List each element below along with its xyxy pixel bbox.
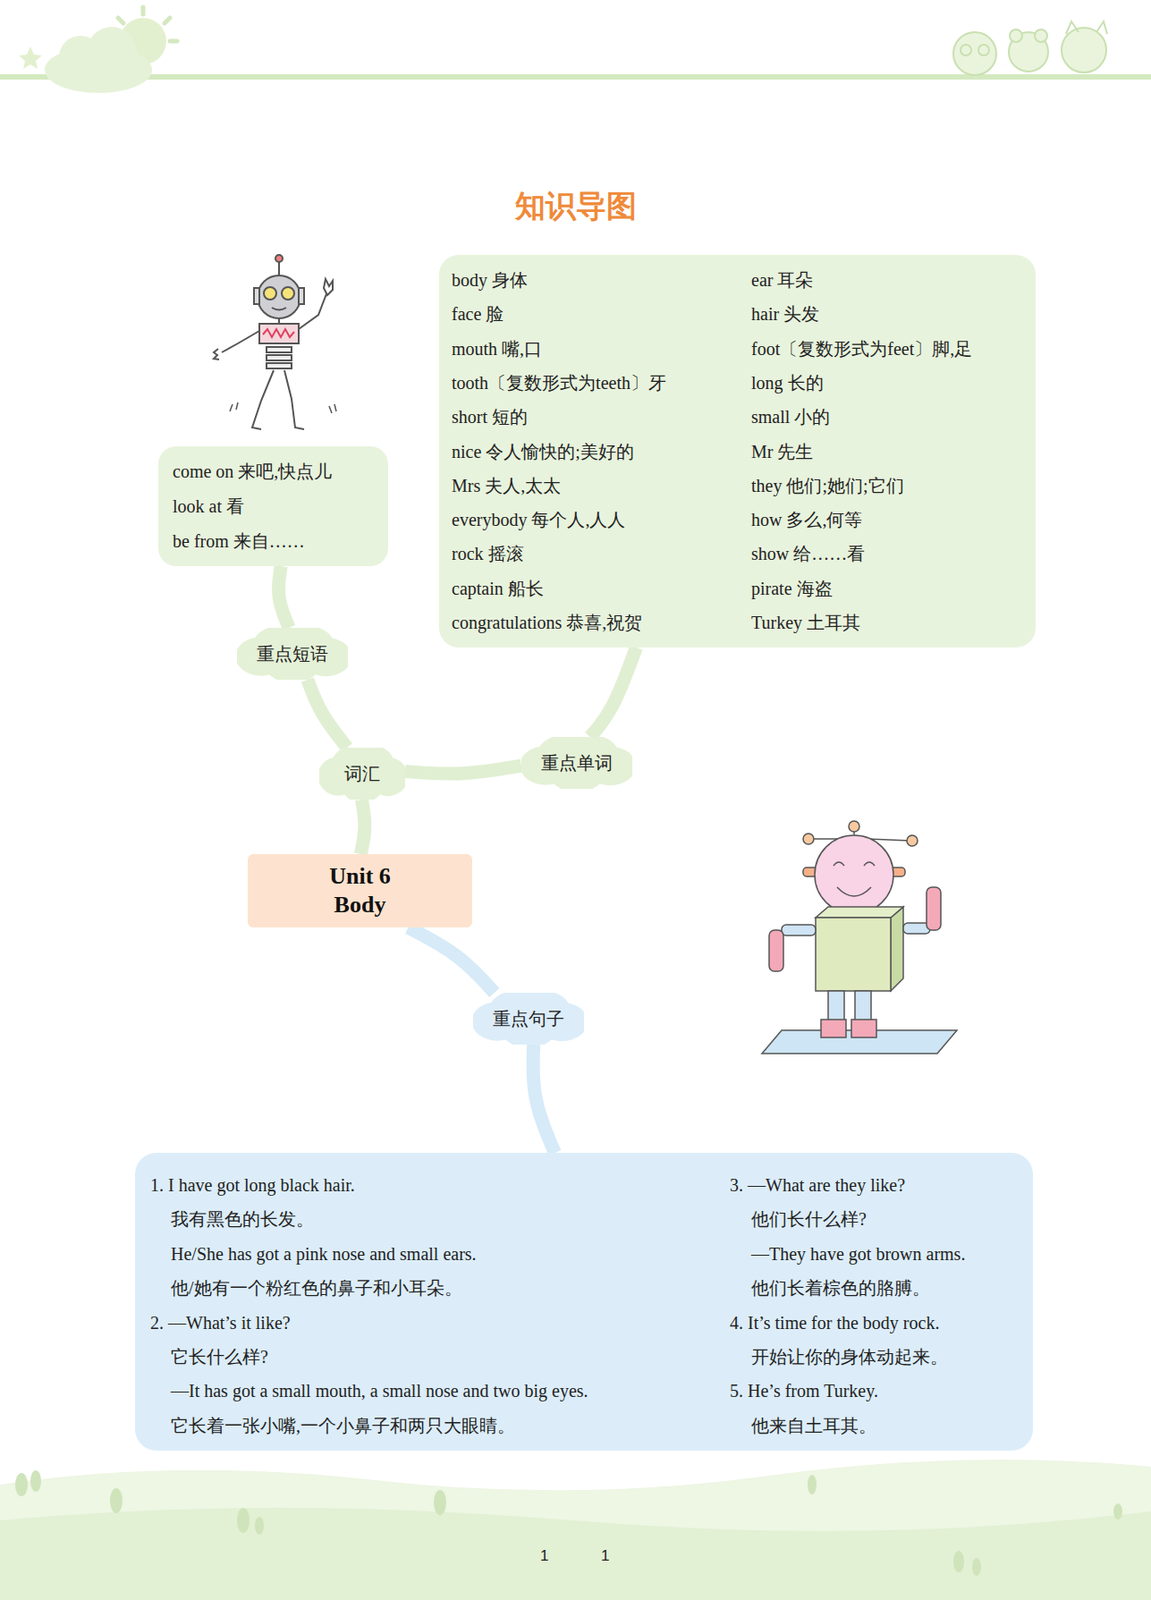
entry-text: 它长什么样?: [170, 1345, 269, 1368]
entry-text: —They have got brown arms.: [751, 1243, 965, 1265]
entry-text: they 他们;她们;它们: [751, 474, 905, 497]
entry-text: He/She has got a pink nose and small ear…: [170, 1243, 477, 1265]
branch-connector: [278, 566, 289, 628]
entry-text: hair 头发: [751, 303, 820, 325]
entry-text: captain 船长: [451, 577, 544, 600]
entry-text: ear 耳朵: [751, 269, 813, 291]
center-box: Unit 6 Body: [247, 854, 473, 928]
entry-text: be from 来自……: [172, 530, 305, 552]
entry-text: 我有黑色的长发。: [170, 1208, 314, 1230]
entry-text: show 给……看: [751, 542, 865, 565]
branch-cloud: 重点句子: [473, 992, 584, 1045]
entry-text: everybody 每个人,人人: [451, 508, 626, 531]
toy-robot: [761, 820, 957, 1054]
entry-text: mouth 嘴,口: [451, 338, 542, 360]
branch-cloud: 重点单词: [521, 736, 633, 789]
entry-text: foot〔复数形式为feet〕脚,足: [751, 338, 973, 360]
branch-cloud: 词汇: [319, 747, 406, 800]
branch-connector: [533, 1044, 555, 1153]
phrase-panel: come on 来吧,快点儿 look at 看 be from 来自……: [158, 446, 389, 567]
sun-cloud: [18, 7, 178, 94]
entry-text: 4. It’s time for the body rock.: [729, 1311, 940, 1334]
entry-text: 2. —What’s it like?: [150, 1311, 291, 1334]
entry-text: Mrs 夫人,太太: [451, 474, 561, 497]
entry-text: congratulations 恭喜,祝贺: [451, 611, 643, 634]
entry-text: how 多么,何等: [751, 508, 863, 531]
entry-text: 他们长什么样?: [751, 1208, 867, 1230]
entry-text: 他/她有一个粉红色的鼻子和小耳朵。: [170, 1277, 463, 1299]
branch-connector: [360, 799, 365, 855]
entry-text: look at 看: [172, 495, 245, 517]
node-label: 重点短语: [256, 643, 329, 665]
entry-text: rock 摇滚: [451, 542, 525, 565]
branch-connector: [307, 679, 347, 748]
vocab-panel: body 身体 face 脸 mouth 嘴,口 tooth〔复数形式为teeth〕牙…: [439, 254, 1036, 648]
page-number: 1: [600, 1547, 610, 1566]
entry-text: long 长的: [751, 372, 824, 394]
entry-text: body 身体: [451, 269, 528, 291]
entry-text: short 短的: [451, 406, 528, 428]
entry-text: Mr 先生: [751, 440, 813, 463]
animal-faces: [953, 21, 1108, 76]
page-title: 知识导图: [0, 186, 1151, 228]
node-label: Unit 6 Body: [311, 862, 410, 920]
entry-text: 他们长着棕色的胳膊。: [751, 1277, 931, 1299]
entry-text: 开始让你的身体动起来。: [751, 1345, 948, 1368]
entry-text: come on 来吧,快点儿: [172, 460, 332, 483]
entry-text: —It has got a small mouth, a small nose …: [170, 1379, 589, 1402]
entry-text: 它长着一张小嘴,一个小鼻子和两只大眼睛。: [170, 1414, 516, 1437]
entry-text: small 小的: [751, 406, 830, 428]
entry-text: 1. I have got long black hair.: [150, 1174, 356, 1196]
entry-text: 3. —What are they like?: [729, 1174, 906, 1196]
branch-connector: [590, 647, 637, 737]
entry-text: pirate 海盗: [751, 577, 833, 600]
bottom-hills: [0, 1459, 1151, 1600]
entry-text: tooth〔复数形式为teeth〕牙: [451, 372, 667, 394]
skeleton-robot: [213, 254, 337, 430]
node-label: 词汇: [344, 762, 381, 785]
branch-connector: [408, 927, 495, 993]
branch-cloud: 重点短语: [236, 627, 348, 680]
node-label: 重点句子: [492, 1007, 565, 1030]
page-number: 1: [540, 1547, 549, 1566]
entry-text: face 脸: [451, 303, 504, 325]
branch-connector: [405, 765, 522, 774]
entry-text: 他来自土耳其。: [751, 1414, 877, 1437]
node-label: 重点单词: [541, 752, 613, 774]
entry-text: 5. He’s from Turkey.: [729, 1379, 879, 1402]
entry-text: nice 令人愉快的;美好的: [451, 440, 635, 463]
sentence-panel: 1. I have got long black hair. 我有黑色的长发。 He…: [135, 1152, 1033, 1451]
entry-text: Turkey 土耳其: [751, 611, 861, 634]
